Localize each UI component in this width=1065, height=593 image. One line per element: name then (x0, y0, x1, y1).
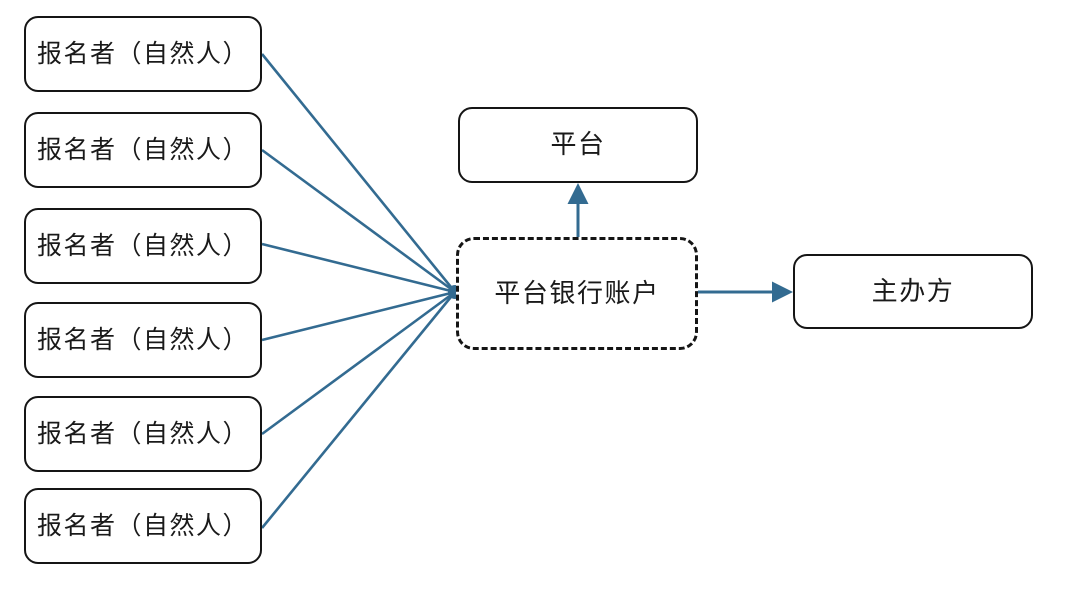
platform-bank-account-label: 平台银行账户 (494, 278, 660, 308)
participant-box-5[interactable]: 报名者（自然人） (24, 396, 262, 472)
connector-person-3-to-bank-account (261, 242, 456, 294)
participant-label-1: 报名者（自然人） (36, 40, 249, 68)
connector-person-1-to-bank-account (260, 53, 457, 293)
connector-person-4-to-bank-account (261, 290, 456, 342)
participant-box-4[interactable]: 报名者（自然人） (24, 302, 262, 378)
participant-label-3: 报名者（自然人） (36, 232, 249, 260)
participant-label-4: 报名者（自然人） (36, 326, 249, 354)
participant-box-2[interactable]: 报名者（自然人） (24, 112, 262, 188)
platform-label: 平台 (550, 130, 606, 159)
connector-person-6-to-bank-account (260, 291, 457, 529)
participant-box-3[interactable]: 报名者（自然人） (24, 208, 262, 284)
participant-label-2: 报名者（自然人） (36, 136, 249, 164)
organizer-label: 主办方 (871, 276, 955, 306)
platform-box[interactable]: 平台 (458, 107, 698, 183)
organizer-box[interactable]: 主办方 (793, 254, 1033, 329)
participant-box-6[interactable]: 报名者（自然人） (24, 488, 262, 564)
connector-person-5-to-bank-account (261, 290, 456, 436)
connector-person-2-to-bank-account (261, 148, 456, 294)
platform-bank-account-box[interactable]: 平台银行账户 (456, 237, 698, 350)
participant-label-6: 报名者（自然人） (36, 512, 249, 540)
participant-box-1[interactable]: 报名者（自然人） (24, 16, 262, 92)
participant-label-5: 报名者（自然人） (36, 420, 249, 448)
